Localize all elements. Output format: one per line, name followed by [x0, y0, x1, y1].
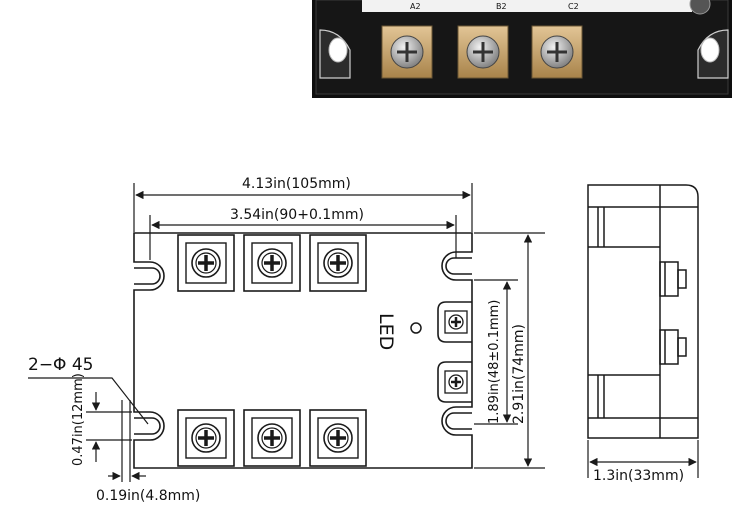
relay-photo: A2 B2 C2: [312, 0, 732, 98]
photo-terminal-2: [457, 25, 509, 79]
dim-slot-width: 0.19in(4.8mm): [96, 488, 200, 504]
screw-terminal-icon: [243, 234, 301, 292]
dim-term-spacing: 1.89in(48±0.1mm): [487, 300, 502, 424]
led-label: LED: [375, 313, 397, 350]
screw-terminal-icon: [309, 409, 367, 467]
terminals-top-row: [177, 234, 367, 292]
photo-label-c2: C2: [568, 2, 579, 11]
photo-terminal-1: [381, 25, 433, 79]
led-indicator-icon: LED: [375, 313, 422, 350]
dim-slot-height: 0.47in(12mm): [71, 373, 86, 466]
screw-terminal-icon: [309, 234, 367, 292]
dim-mount-spacing: 3.54in(90+0.1mm): [230, 207, 364, 223]
screw-terminal-icon: [177, 409, 235, 467]
terminals-bottom-row: [177, 409, 367, 467]
screw-terminal-icon: [243, 409, 301, 467]
dim-total-height: 2.91in(74mm): [511, 324, 527, 424]
photo-terminal-3: [531, 25, 583, 79]
photo-label-a2: A2: [410, 2, 421, 11]
relay-body-outline: [133, 232, 473, 469]
side-view-drawing: [587, 184, 699, 439]
control-terminals: [437, 301, 472, 403]
screw-terminal-icon: [177, 234, 235, 292]
photo-label-b2: B2: [496, 2, 507, 11]
dim-side-depth: 1.3in(33mm): [593, 468, 684, 484]
dimension-lines: [28, 183, 699, 482]
top-view-drawing: [133, 232, 473, 469]
dim-hole-spec: 2−Φ 45: [28, 355, 93, 375]
dim-total-length: 4.13in(105mm): [242, 176, 351, 192]
